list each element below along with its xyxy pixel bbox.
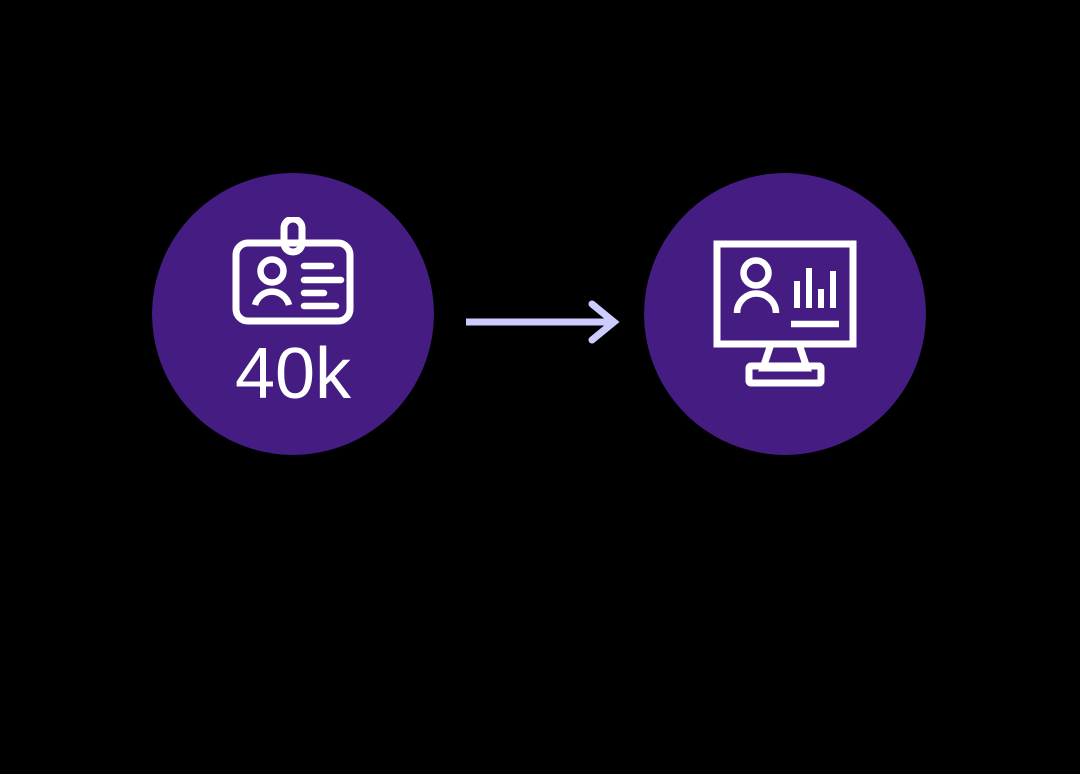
id-badge-icon	[232, 217, 354, 325]
monitor-analytics-icon	[713, 240, 857, 387]
flow-arrow-icon	[466, 300, 620, 344]
source-node-circle[interactable]	[152, 173, 434, 455]
source-node-value-label: 40k	[234, 334, 352, 414]
